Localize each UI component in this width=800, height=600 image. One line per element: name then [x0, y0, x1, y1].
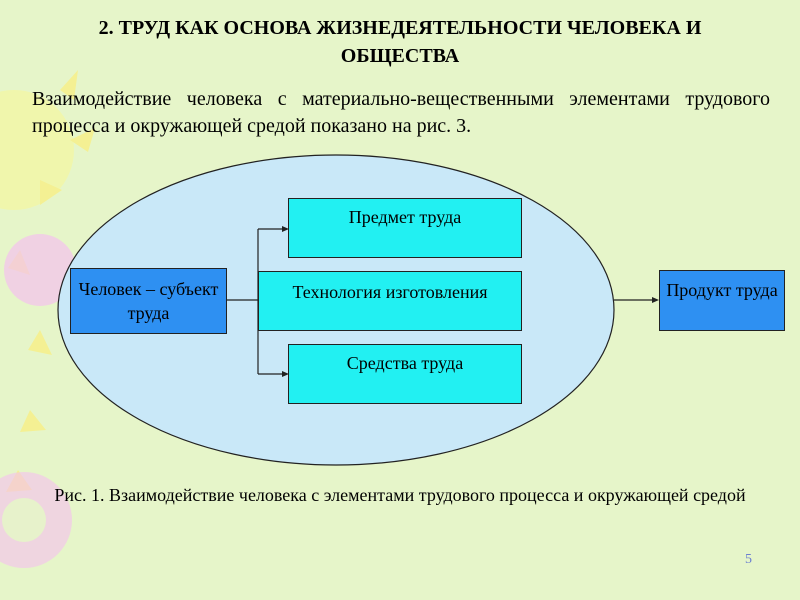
labor-product-label: Продукт труда — [666, 280, 778, 300]
slide-title: 2. ТРУД КАК ОСНОВА ЖИЗНЕДЕЯТЕЛЬНОСТИ ЧЕЛ… — [98, 17, 702, 67]
labor-subject-box: Предмет труда — [288, 198, 522, 258]
technology-box: Технология изготовления — [258, 271, 522, 331]
labor-means-label: Средства труда — [346, 353, 464, 373]
flower-decoration — [0, 234, 76, 568]
connector-arrowheads — [282, 226, 659, 377]
labor-subject-label: Предмет труда — [348, 207, 462, 227]
human-subject-label: Человек – субъект труда — [78, 279, 219, 323]
labor-product-box: Продукт труда — [659, 270, 785, 331]
labor-means-box: Средства труда — [288, 344, 522, 404]
page-number: 5 — [745, 552, 752, 567]
technology-label: Технология изготовления — [292, 282, 488, 302]
human-subject-box: Человек – субъект труда — [70, 268, 227, 334]
figure-caption: Рис. 1. Взаимодействие человека с элемен… — [54, 485, 746, 505]
intro-text: Взаимодействие человека с материально-ве… — [32, 88, 770, 137]
